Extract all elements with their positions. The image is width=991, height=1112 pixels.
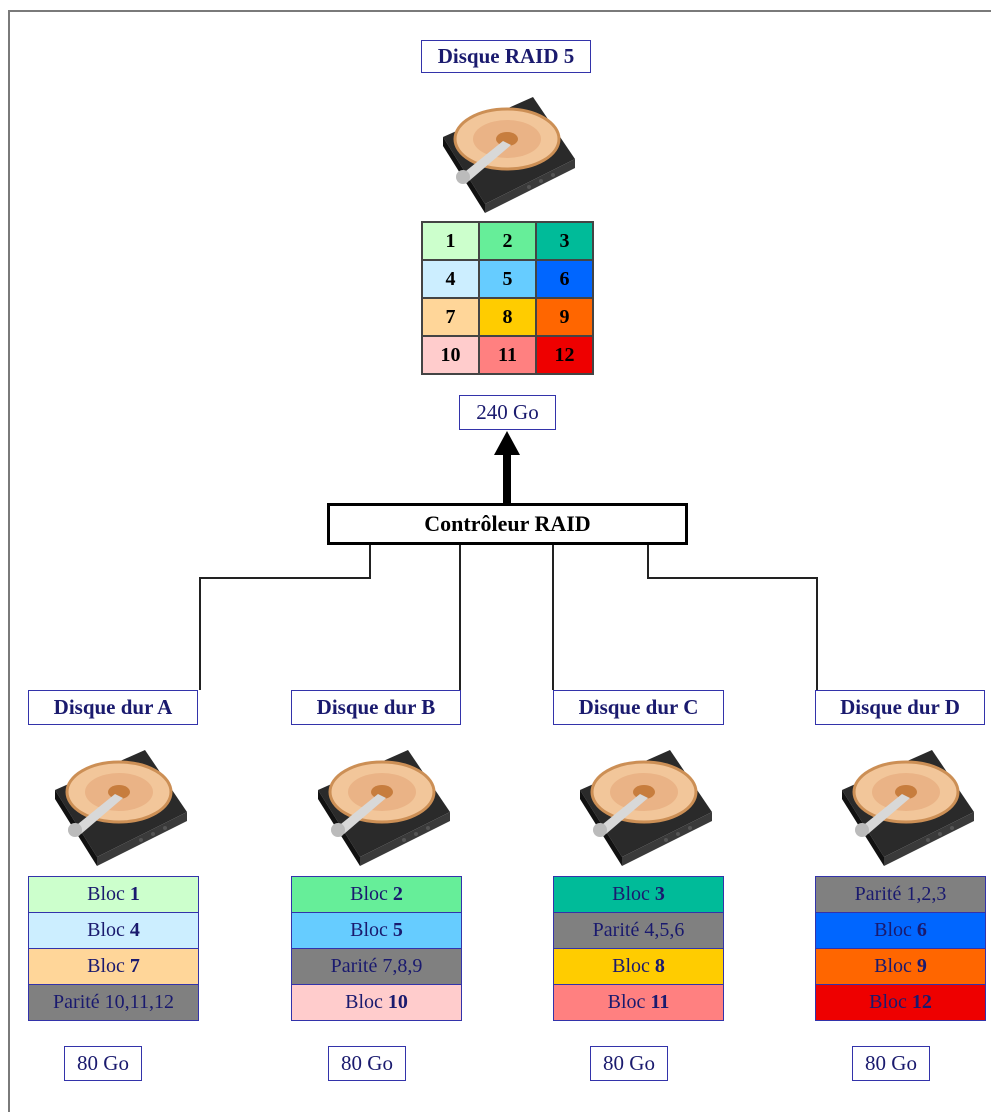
- raid-grid-cell: 6: [536, 260, 593, 298]
- parity-block: Parité 7,8,9: [292, 949, 461, 985]
- block-number: 3: [654, 883, 665, 905]
- disk-title: Disque dur A: [28, 690, 198, 725]
- raid-grid-cell: 9: [536, 298, 593, 336]
- disk-capacity: 80 Go: [590, 1046, 668, 1081]
- raid-grid-cell: 12: [536, 336, 593, 374]
- diagram-frame: [8, 10, 991, 1112]
- block-number: 2: [392, 883, 403, 905]
- block-label: Bloc: [607, 991, 646, 1013]
- block-number: 11: [650, 991, 670, 1013]
- raid-controller: Contrôleur RAID: [327, 503, 688, 545]
- raid-grid-cell: 5: [479, 260, 536, 298]
- hard-drive-icon: [308, 732, 458, 872]
- block-label: Bloc: [612, 955, 650, 977]
- disk-title: Disque dur D: [815, 690, 985, 725]
- raid-grid-cell: 2: [479, 222, 536, 260]
- hard-drive-icon: [832, 732, 982, 872]
- block-label: Parité 10,11,12: [53, 991, 174, 1013]
- hard-drive-icon: [570, 732, 720, 872]
- disk-capacity: 80 Go: [852, 1046, 930, 1081]
- block-number: 4: [129, 919, 140, 941]
- raid-grid-cell: 8: [479, 298, 536, 336]
- block-number: 9: [916, 955, 927, 977]
- hard-drive-icon: [433, 79, 583, 219]
- block-number: 10: [387, 991, 408, 1013]
- disk-title: Disque dur B: [291, 690, 461, 725]
- raid-grid-cell: 10: [422, 336, 479, 374]
- block-label: Parité 4,5,6: [592, 919, 685, 941]
- parity-block: Parité 4,5,6: [554, 913, 723, 949]
- block-label: Bloc: [87, 955, 125, 977]
- parity-block: Parité 10,11,12: [29, 985, 198, 1020]
- block-number: 1: [129, 883, 140, 905]
- block-label: Bloc: [612, 883, 650, 905]
- block-number: 8: [654, 955, 665, 977]
- block-label: Bloc: [869, 991, 907, 1013]
- block-label: Bloc: [345, 991, 383, 1013]
- raid-grid-cell: 1: [422, 222, 479, 260]
- raid-grid-cell: 3: [536, 222, 593, 260]
- block-label: Bloc: [350, 883, 388, 905]
- block-label: Bloc: [87, 883, 125, 905]
- parity-block: Parité 1,2,3: [816, 877, 985, 913]
- block-label: Parité 1,2,3: [854, 883, 947, 905]
- block-number: 7: [129, 955, 140, 977]
- block-label: Parité 7,8,9: [330, 955, 423, 977]
- disk-capacity: 80 Go: [328, 1046, 406, 1081]
- raid-title: Disque RAID 5: [421, 40, 591, 73]
- raid-grid-cell: 11: [479, 336, 536, 374]
- disk-capacity: 80 Go: [64, 1046, 142, 1081]
- block-label: Bloc: [350, 919, 388, 941]
- block-label: Bloc: [874, 955, 912, 977]
- block-number: 6: [916, 919, 927, 941]
- hard-drive-icon: [45, 732, 195, 872]
- disk-title: Disque dur C: [553, 690, 724, 725]
- raid-grid-cell: 4: [422, 260, 479, 298]
- block-number: 5: [392, 919, 403, 941]
- block-label: Bloc: [87, 919, 125, 941]
- raid-capacity: 240 Go: [459, 395, 556, 430]
- block-number: 12: [911, 991, 932, 1013]
- raid-grid-cell: 7: [422, 298, 479, 336]
- block-label: Bloc: [874, 919, 912, 941]
- up-arrow-icon: [494, 431, 520, 455]
